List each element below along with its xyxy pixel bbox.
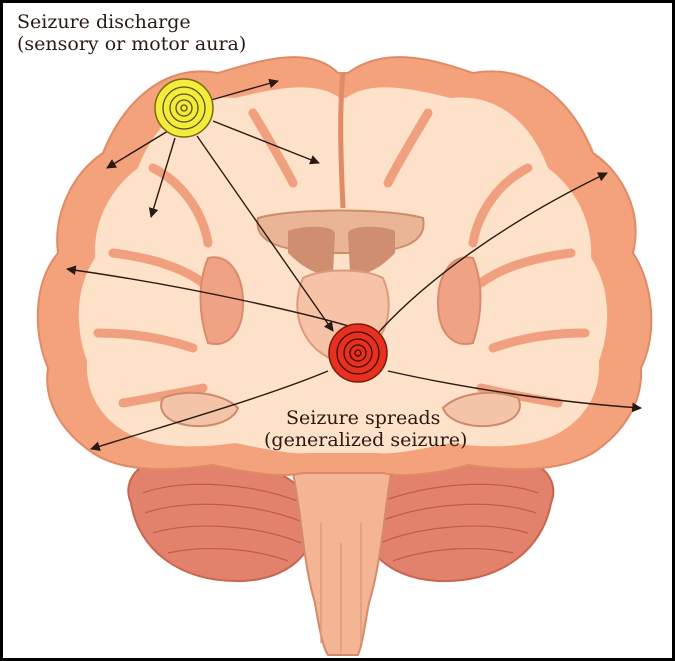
corpus-callosum xyxy=(256,209,425,255)
lateral-ventricles xyxy=(288,226,395,275)
spread-label-line2: (generalized seizure) xyxy=(264,429,468,451)
aura-focus-target xyxy=(154,78,214,138)
aura-label-line1: Seizure discharge xyxy=(17,11,191,33)
spread-focus-target xyxy=(328,323,388,383)
spread-label: Seizure spreads (generalized seizure) xyxy=(264,407,467,451)
spread-label-line1: Seizure spreads xyxy=(286,407,441,429)
aura-label-line2: (sensory or motor aura) xyxy=(17,33,247,55)
aura-label: Seizure discharge (sensory or motor aura… xyxy=(17,11,246,55)
brainstem xyxy=(291,472,393,656)
brain-coronal-section-illustration xyxy=(36,56,653,656)
cerebellum xyxy=(127,451,555,583)
spread-arrows xyxy=(66,78,642,452)
